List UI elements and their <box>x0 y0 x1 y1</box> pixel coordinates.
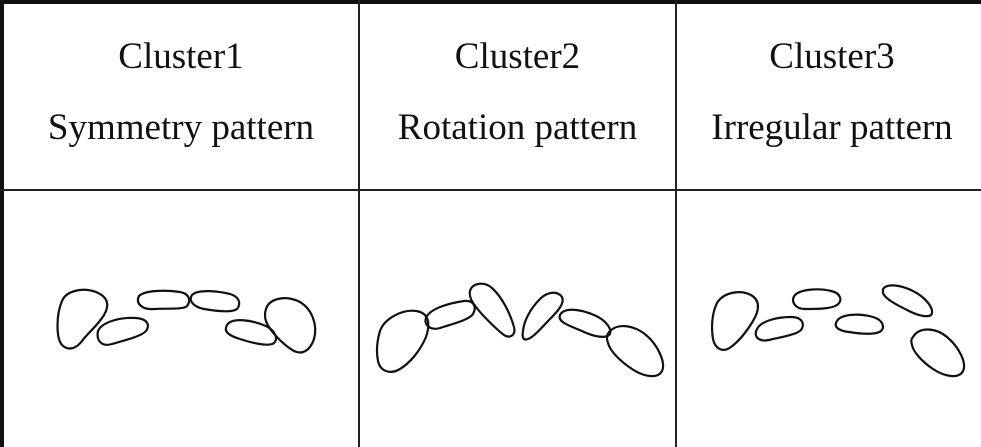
tooth-outline <box>136 289 191 311</box>
symmetry-tooth-pattern-icon <box>56 288 317 354</box>
tooth-outline <box>375 309 430 373</box>
header-divider <box>0 189 981 191</box>
header-cell-cluster2: Cluster2 Rotation pattern <box>360 4 675 189</box>
tooth-outline <box>96 316 149 346</box>
rotation-pattern-drawing <box>360 191 675 447</box>
column-divider-2 <box>675 0 677 447</box>
irregular-pattern-drawing <box>677 191 981 447</box>
tooth-outline <box>881 284 934 318</box>
tooth-outline <box>834 313 884 335</box>
tooth-outline <box>424 299 476 330</box>
tooth-outline <box>521 291 564 341</box>
header-cell-cluster1: Cluster1 Symmetry pattern <box>4 4 358 189</box>
tooth-outline <box>710 291 760 351</box>
tooth-outline <box>189 290 241 313</box>
tooth-outline <box>754 315 804 342</box>
tooth-outline <box>263 297 317 354</box>
tooth-outline <box>468 282 516 338</box>
cluster-title: Cluster2 <box>454 36 581 77</box>
column-divider-1 <box>358 0 360 447</box>
table-top-border <box>0 0 981 4</box>
tooth-outline <box>605 325 665 378</box>
tooth-outline <box>791 288 842 311</box>
pattern-name: Symmetry pattern <box>47 107 315 148</box>
cluster-title: Cluster3 <box>769 36 895 77</box>
tooth-outline <box>910 328 966 378</box>
symmetry-pattern-drawing <box>4 191 358 447</box>
header-cell-cluster3: Cluster3 Irregular pattern <box>677 4 981 189</box>
cluster-title: Cluster1 <box>118 36 244 77</box>
pattern-name: Rotation pattern <box>397 107 638 148</box>
pattern-name: Irregular pattern <box>711 107 953 148</box>
irregular-tooth-pattern-icon <box>710 284 966 378</box>
table-left-border <box>0 0 4 447</box>
tooth-outline <box>56 288 109 350</box>
tooth-outline <box>224 319 277 346</box>
rotation-tooth-pattern-icon <box>375 282 665 378</box>
tooth-outline <box>558 308 612 338</box>
